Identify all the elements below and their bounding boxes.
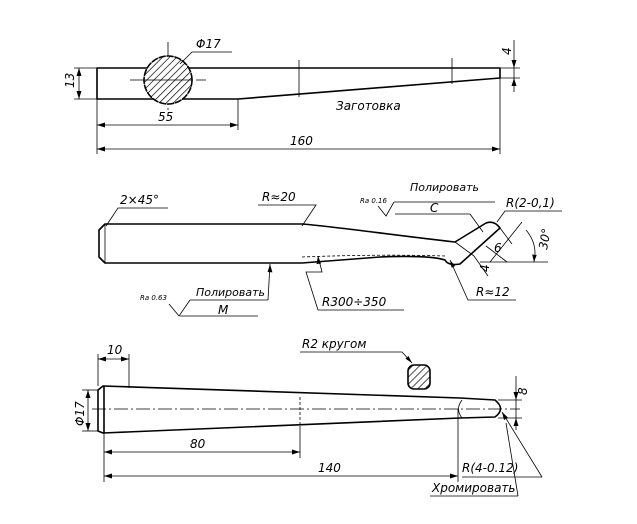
plan-dim-10-label: 10: [107, 343, 123, 357]
roughness-m-letter: M: [218, 303, 229, 317]
roughness-m-note: Полировать: [196, 286, 265, 299]
profile-radius-top-label: R≈20: [262, 190, 296, 204]
blank-view: Φ17 13 4 55 160 Заготовка: [63, 37, 520, 154]
roughness-m-value: Ra 0.63: [140, 294, 167, 302]
profile-dim-4-label: 4: [478, 264, 492, 272]
profile-radius-large-label: R300÷350: [322, 295, 387, 309]
roughness-c-callout: Ra 0.16 Полировать C: [360, 181, 495, 233]
plan-dim-80-label: 80: [190, 437, 206, 451]
profile-tip-radius-label: R(2-0,1): [506, 196, 555, 210]
blank-diameter-label: Φ17: [196, 37, 221, 51]
profile-dim-6-label: 6: [494, 241, 502, 255]
profile-outline: [98, 221, 501, 266]
blank-height-label: 13: [63, 73, 77, 88]
blank-offset-label: 55: [158, 110, 173, 124]
profile-hidden-edge: [301, 254, 446, 258]
profile-radius-bottom-label: R≈12: [476, 285, 510, 299]
profile-view: 2×45° R≈20 Ra 0.16 Полировать C R(2-0,1)…: [98, 181, 562, 317]
blank-diameter-leader: [179, 51, 232, 65]
plan-finish-note: Хромировать: [431, 481, 515, 495]
roughness-m-callout: Ra 0.63 Полировать M: [140, 263, 273, 317]
blank-outline: [96, 67, 501, 100]
blank-caption: Заготовка: [336, 99, 401, 113]
blank-cross-section: [143, 55, 193, 105]
blank-length-label: 160: [290, 134, 313, 148]
roughness-c-value: Ra 0.16: [360, 197, 388, 205]
plan-tip-radius-label: R(4-0.12): [462, 461, 518, 475]
plan-view: 10 Φ17 R2 кругом 8 80: [73, 337, 543, 497]
profile-chamfer-label: 2×45°: [120, 193, 159, 207]
roughness-c-letter: C: [430, 201, 439, 215]
plan-cross-section: [407, 364, 431, 390]
profile-bevel-edge: [454, 241, 475, 257]
blank-end-thickness-label: 4: [500, 47, 514, 55]
plan-tip-flat: [458, 399, 463, 419]
plan-outline: [97, 385, 502, 434]
plan-dim-8-label: 8: [516, 387, 530, 395]
plan-dim-140-label: 140: [318, 461, 341, 475]
profile-angle-label: 30°: [536, 227, 553, 250]
roughness-c-note: Полировать: [410, 181, 479, 194]
plan-diameter-label: Φ17: [73, 401, 87, 426]
plan-section-note: R2 кругом: [302, 337, 366, 351]
